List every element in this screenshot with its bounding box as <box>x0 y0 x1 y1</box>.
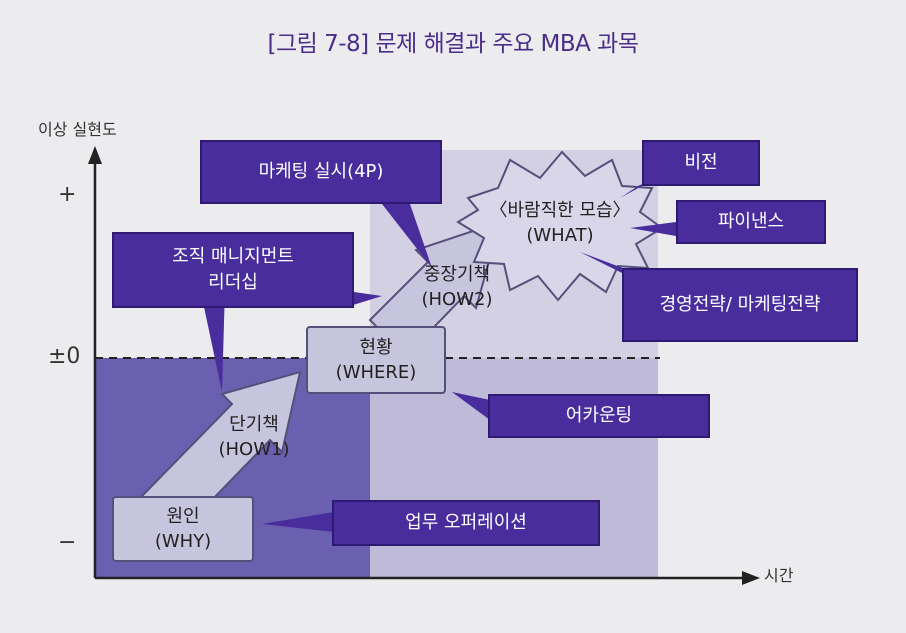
y-axis-arrow <box>88 146 102 164</box>
accounting-pointer <box>452 392 490 420</box>
tick-zero: ±0 <box>48 344 81 369</box>
what-code: (WHAT) <box>526 225 594 247</box>
finance-box: 파이낸스 <box>676 200 826 244</box>
leadership-line1: 조직 매니지먼트 <box>172 245 294 267</box>
tick-minus: − <box>58 530 77 555</box>
accounting-box: 어카운팅 <box>488 394 710 438</box>
how2-title: 중장기책 <box>423 264 491 285</box>
operations-pointer <box>262 512 334 532</box>
leadership-line2: 리더십 <box>208 272 258 293</box>
where-code: (WHERE) <box>335 362 417 383</box>
marketing-exec-pointer <box>382 204 432 268</box>
why-title: 원인 <box>166 505 200 527</box>
marketing-exec-box: 마케팅 실시(4P) <box>200 140 442 204</box>
strategy-box: 경영전략/ 마케팅전략 <box>622 268 858 342</box>
what-title: 〈바람직한 모습〉 <box>489 200 631 221</box>
finance-pointer <box>630 222 676 236</box>
leadership-pointer-down <box>200 288 225 392</box>
figure-title: [그림 7-8] 문제 해결과 주요 MBA 과목 <box>267 31 640 57</box>
operations-box: 업무 오퍼레이션 <box>332 500 600 546</box>
vision-box: 비전 <box>642 140 760 186</box>
why-code: (WHY) <box>154 531 212 552</box>
why-box: 원인 (WHY) <box>112 496 254 562</box>
how2-label: 중장기책 (HOW2) <box>402 262 512 312</box>
where-title: 현황 <box>359 336 393 358</box>
x-axis-label: 시간 <box>764 566 794 585</box>
how1-title: 단기책 <box>229 414 279 435</box>
what-label: 〈바람직한 모습〉 (WHAT) <box>480 198 640 248</box>
how1-code: (HOW1) <box>218 439 290 461</box>
how1-label: 단기책 (HOW1) <box>204 412 304 462</box>
tick-plus: + <box>58 182 77 207</box>
x-axis-arrow <box>742 571 760 585</box>
y-axis-label: 이상 실현도 <box>38 120 117 139</box>
where-box: 현황 (WHERE) <box>306 326 446 394</box>
how2-code: (HOW2) <box>421 289 493 311</box>
leadership-box: 조직 매니지먼트 리더십 <box>112 232 354 308</box>
